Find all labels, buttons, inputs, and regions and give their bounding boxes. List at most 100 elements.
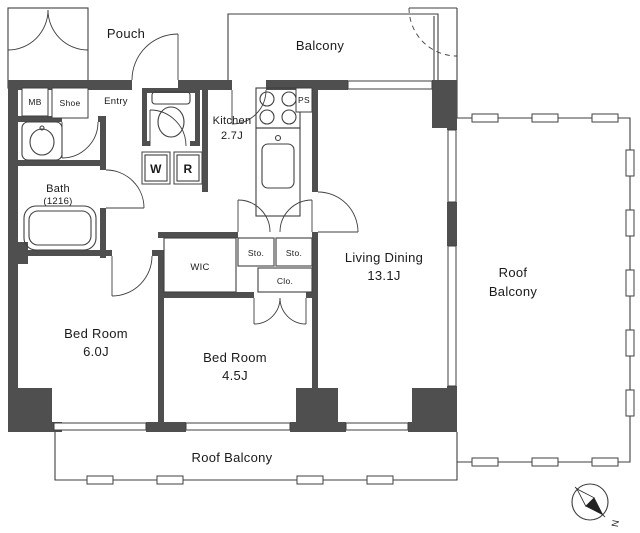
pipe-shaft-box [295,87,313,113]
label-closet: Clo. [277,276,293,286]
wall-segment [8,80,132,90]
washbasin-counter [21,121,63,161]
wall-segment [8,250,112,256]
wall-segment [447,80,457,130]
bathtub-inner [28,210,92,246]
wall-segment [142,88,147,146]
wall-segment [178,80,232,90]
bathtub-icon [23,205,97,251]
wall-segment [8,160,106,166]
label-roof-balcony-right-2: Balcony [489,284,538,299]
label-bath-size: (1216) [43,196,72,207]
wall-segment [98,116,106,122]
window [347,80,433,90]
label-washer: W [150,162,162,176]
bath-door-arc [105,169,145,209]
kitchen-balcony-door-arc [231,89,267,125]
label-shoe: Shoe [59,98,80,108]
roof-balcony-right-outline [456,117,631,463]
label-balcony: Balcony [296,38,345,53]
porch-door-arc-right [47,9,89,51]
washer-box [141,151,171,185]
label-fridge: R [184,162,193,176]
label-bath-name: Bath [46,183,70,195]
outdoor-outlines [7,7,635,485]
kitchen-sink-icon [261,143,295,189]
label-storage-2: Sto. [286,248,302,258]
washbasin-bowl-icon [29,128,55,156]
railing-post [591,113,619,123]
compass-needle-south [576,488,595,507]
bedroom1-door-arc [111,255,153,297]
fridge-box-inner [176,154,200,182]
kitchen-counter [255,127,301,217]
wall-segment [266,80,348,90]
label-roof-balcony-right-1: Roof [499,265,528,280]
label-bedroom2-size: 4.5J [222,368,248,383]
label-pipe-shaft: PS [298,95,310,105]
wall-segment [190,141,200,146]
burner-icon [281,109,297,125]
wall-segment [8,116,62,122]
window [447,129,457,203]
label-bedroom2-name: Bed Room [203,350,267,365]
railing-post [625,329,635,357]
railing-post [471,457,499,467]
railing-post [296,475,324,485]
balcony-outline [227,13,439,80]
wall-segment [100,208,106,258]
railing-post [625,269,635,297]
compass-circle [571,483,609,521]
window [185,422,291,431]
entry-door-arc [131,33,179,81]
faucet-icon [274,134,282,142]
toilet-door-arc [149,109,187,147]
wall-segment [447,386,457,432]
doors [61,33,359,325]
railing-post [471,113,499,123]
label-porch: Pouch [107,26,145,41]
burner-icon [259,91,275,107]
living-door-arc [317,191,359,233]
label-storage-1: Sto. [248,248,264,258]
window [53,422,147,431]
wall-segment [312,232,318,422]
toilet-bowl-icon [157,106,185,138]
roof-balcony-bottom-outline [54,432,458,481]
wall-segment [312,86,318,192]
railing-post [156,475,184,485]
meter-box [21,87,49,117]
porch-door-arc-left [7,9,49,51]
label-kitchen-name: Kitchen [213,115,252,127]
toilet-tank-icon [151,91,191,105]
label-entry: Entry [104,96,128,107]
burner-icon [281,91,297,107]
wall-segment [142,141,150,146]
fridge-box [173,151,203,185]
dashed-door-arc [408,7,458,57]
windows [53,80,457,431]
wall-segment [142,88,200,93]
storage-box-1 [237,237,275,267]
bedroom2-door-arc-right [279,297,307,325]
washer-box-inner [144,154,168,182]
wall-segment [195,88,200,146]
wall-segment [202,86,208,192]
wall-segment [164,292,254,298]
railing-post [591,457,619,467]
railing-post [531,457,559,467]
labels: Pouch Balcony MB Shoe Entry Kitchen 2.7J… [28,26,537,465]
compass: N [571,483,621,528]
railing-post [531,113,559,123]
wall-segment [146,422,186,432]
window [447,245,457,387]
railing-post [625,209,635,237]
railing-post [625,149,635,177]
faucet-icon [39,125,45,131]
compass-north-label: N [608,519,620,528]
railing-post [86,475,114,485]
railing-post [625,389,635,417]
washroom-door-arc [61,121,99,159]
wall-segment [100,116,106,170]
